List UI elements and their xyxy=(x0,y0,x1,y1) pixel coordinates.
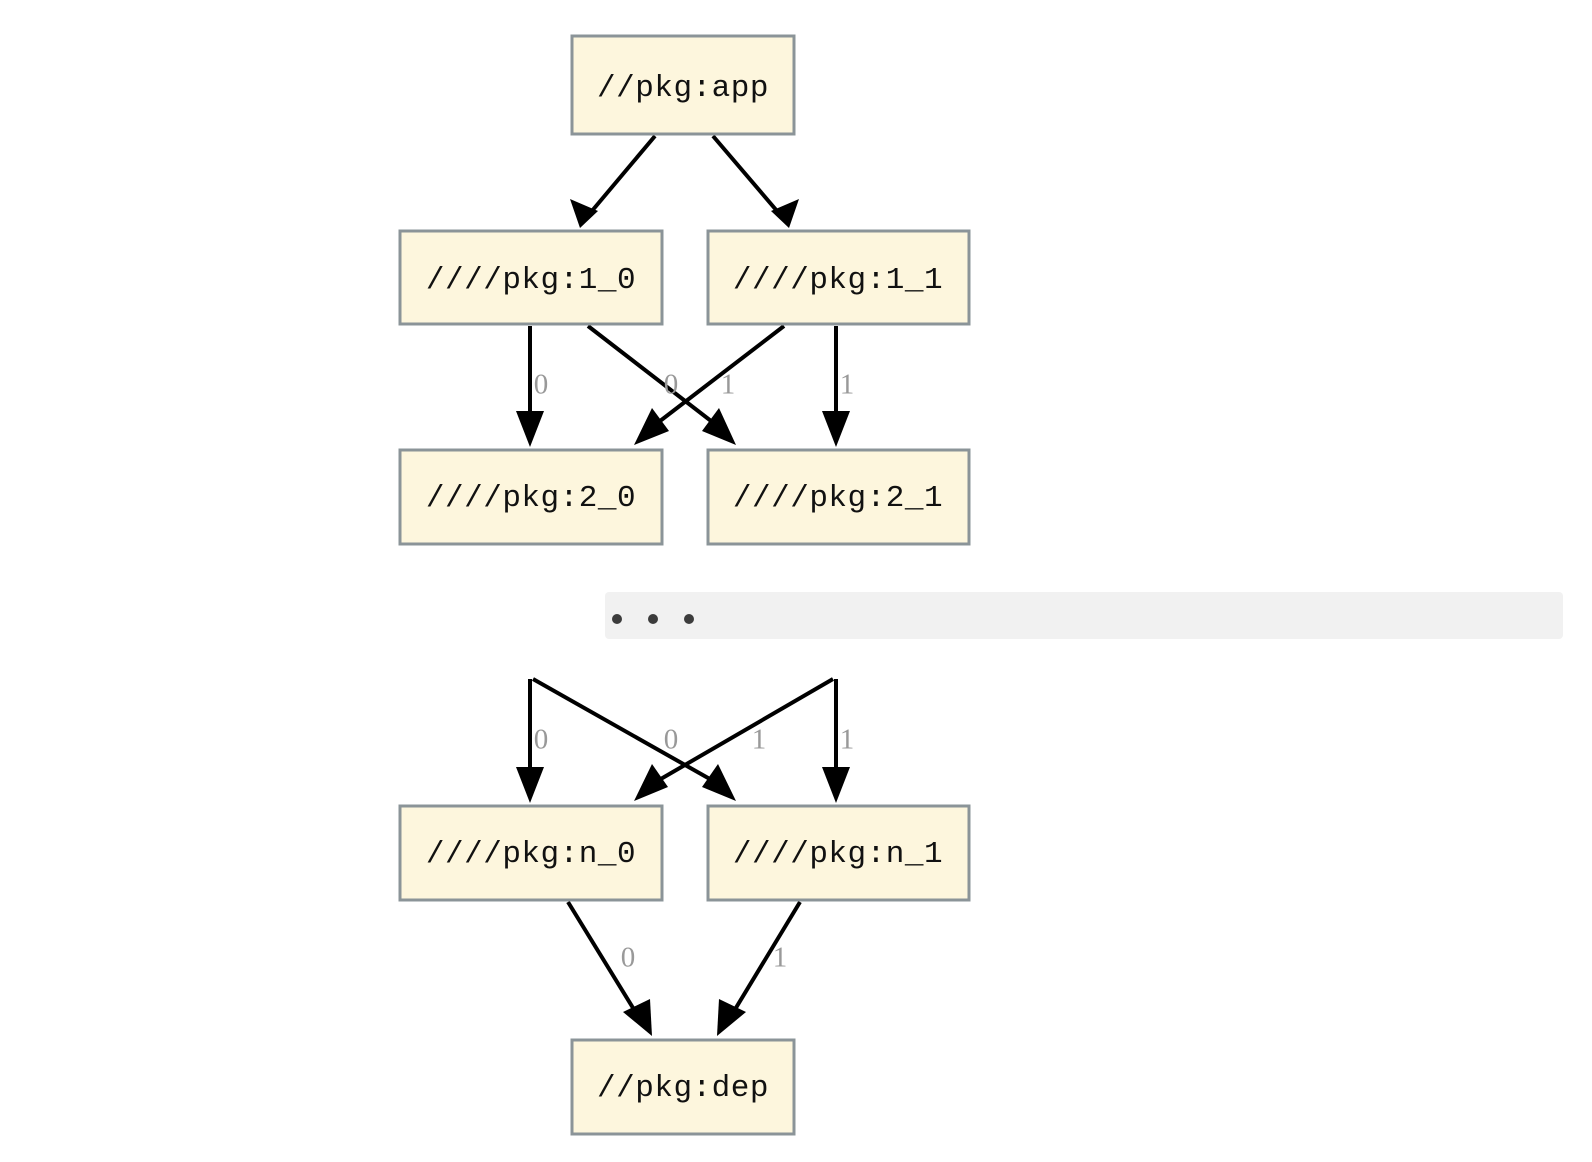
ellipsis-dot-2 xyxy=(648,614,658,624)
edge-label: 1 xyxy=(721,369,736,401)
edge-label: 1 xyxy=(773,942,788,974)
arrowhead-icon xyxy=(570,199,598,228)
edge-line xyxy=(645,324,786,433)
node-label: //pkg:dep xyxy=(597,1071,769,1106)
node-box[interactable] xyxy=(570,1038,796,1136)
edge-label: 0 xyxy=(534,724,549,756)
edge-1_0-to-2_1: 0 xyxy=(586,324,736,445)
ellipsis-band-rect xyxy=(605,592,1563,639)
edge-prev-to-n_1: 1 xyxy=(822,679,854,803)
edge-line xyxy=(566,900,643,1023)
node-pkg-1_0[interactable]: ////pkg:1_0 xyxy=(398,229,664,326)
edge-label: 1 xyxy=(752,724,767,756)
arrowhead-icon xyxy=(516,767,544,803)
ellipsis-dot-3 xyxy=(684,614,694,624)
node-box[interactable] xyxy=(398,448,664,546)
node-label: ////pkg:n_0 xyxy=(426,837,636,872)
edge-label: 1 xyxy=(840,369,855,401)
node-box[interactable] xyxy=(706,229,971,326)
edge-1_1-to-2_1: 1 xyxy=(822,326,854,447)
arrowhead-icon xyxy=(822,767,850,803)
node-label: ////pkg:2_1 xyxy=(733,481,943,516)
edge-label: 1 xyxy=(840,724,855,756)
node-label: ////pkg:1_1 xyxy=(733,263,943,298)
arrowhead-icon xyxy=(702,764,736,801)
edge-line xyxy=(532,677,725,789)
edge-label: 0 xyxy=(664,724,679,756)
node-group: //pkg:app ////pkg:1_0 ////pkg:1_1 ////pk… xyxy=(398,34,971,1136)
edge-app-to-1_1 xyxy=(711,134,799,228)
edge-line xyxy=(711,134,785,220)
node-pkg-app[interactable]: //pkg:app xyxy=(570,34,796,136)
edge-line xyxy=(586,324,726,433)
node-box[interactable] xyxy=(706,448,971,546)
arrowhead-icon xyxy=(516,411,544,447)
edge-line xyxy=(584,134,657,220)
node-box[interactable] xyxy=(398,804,664,902)
edge-label: 0 xyxy=(534,369,549,401)
node-label: ////pkg:1_0 xyxy=(426,263,636,298)
edge-app-to-1_0 xyxy=(570,134,657,228)
node-label: ////pkg:n_1 xyxy=(733,837,943,872)
arrowhead-icon xyxy=(771,199,799,228)
node-pkg-dep[interactable]: //pkg:dep xyxy=(570,1038,796,1136)
node-pkg-n_0[interactable]: ////pkg:n_0 xyxy=(398,804,664,902)
node-pkg-n_1[interactable]: ////pkg:n_1 xyxy=(706,804,971,902)
collapsed-levels-indicator xyxy=(605,592,1563,639)
edge-label: 0 xyxy=(664,369,679,401)
node-box[interactable] xyxy=(570,34,796,136)
edge-prev-to-n_1-cross: 0 xyxy=(532,677,736,801)
edge-1_1-to-2_0: 1 xyxy=(634,324,786,445)
node-box[interactable] xyxy=(706,804,971,902)
arrowhead-icon xyxy=(702,408,736,445)
node-pkg-2_1[interactable]: ////pkg:2_1 xyxy=(706,448,971,546)
arrowhead-icon xyxy=(717,999,746,1036)
edge-prev-to-n_0: 0 xyxy=(516,679,548,803)
edge-line xyxy=(645,677,835,789)
ellipsis-dot-1 xyxy=(612,614,622,624)
node-pkg-1_1[interactable]: ////pkg:1_1 xyxy=(706,229,971,326)
edge-n_1-to-dep: 1 xyxy=(717,900,802,1036)
edge-group: 0 0 1 1 xyxy=(516,134,854,1036)
arrowhead-icon xyxy=(634,408,669,445)
arrowhead-icon xyxy=(634,764,668,801)
edge-prev-to-n_0-cross: 1 xyxy=(634,677,835,801)
edge-n_0-to-dep: 0 xyxy=(566,900,652,1036)
arrowhead-icon xyxy=(822,411,850,447)
edge-1_0-to-2_0: 0 xyxy=(516,326,548,447)
arrowhead-icon xyxy=(623,999,652,1036)
node-label: //pkg:app xyxy=(597,71,769,106)
edge-label: 0 xyxy=(621,942,636,974)
edge-line xyxy=(726,900,802,1023)
node-pkg-2_0[interactable]: ////pkg:2_0 xyxy=(398,448,664,546)
node-box[interactable] xyxy=(398,229,664,326)
node-label: ////pkg:2_0 xyxy=(426,481,636,516)
